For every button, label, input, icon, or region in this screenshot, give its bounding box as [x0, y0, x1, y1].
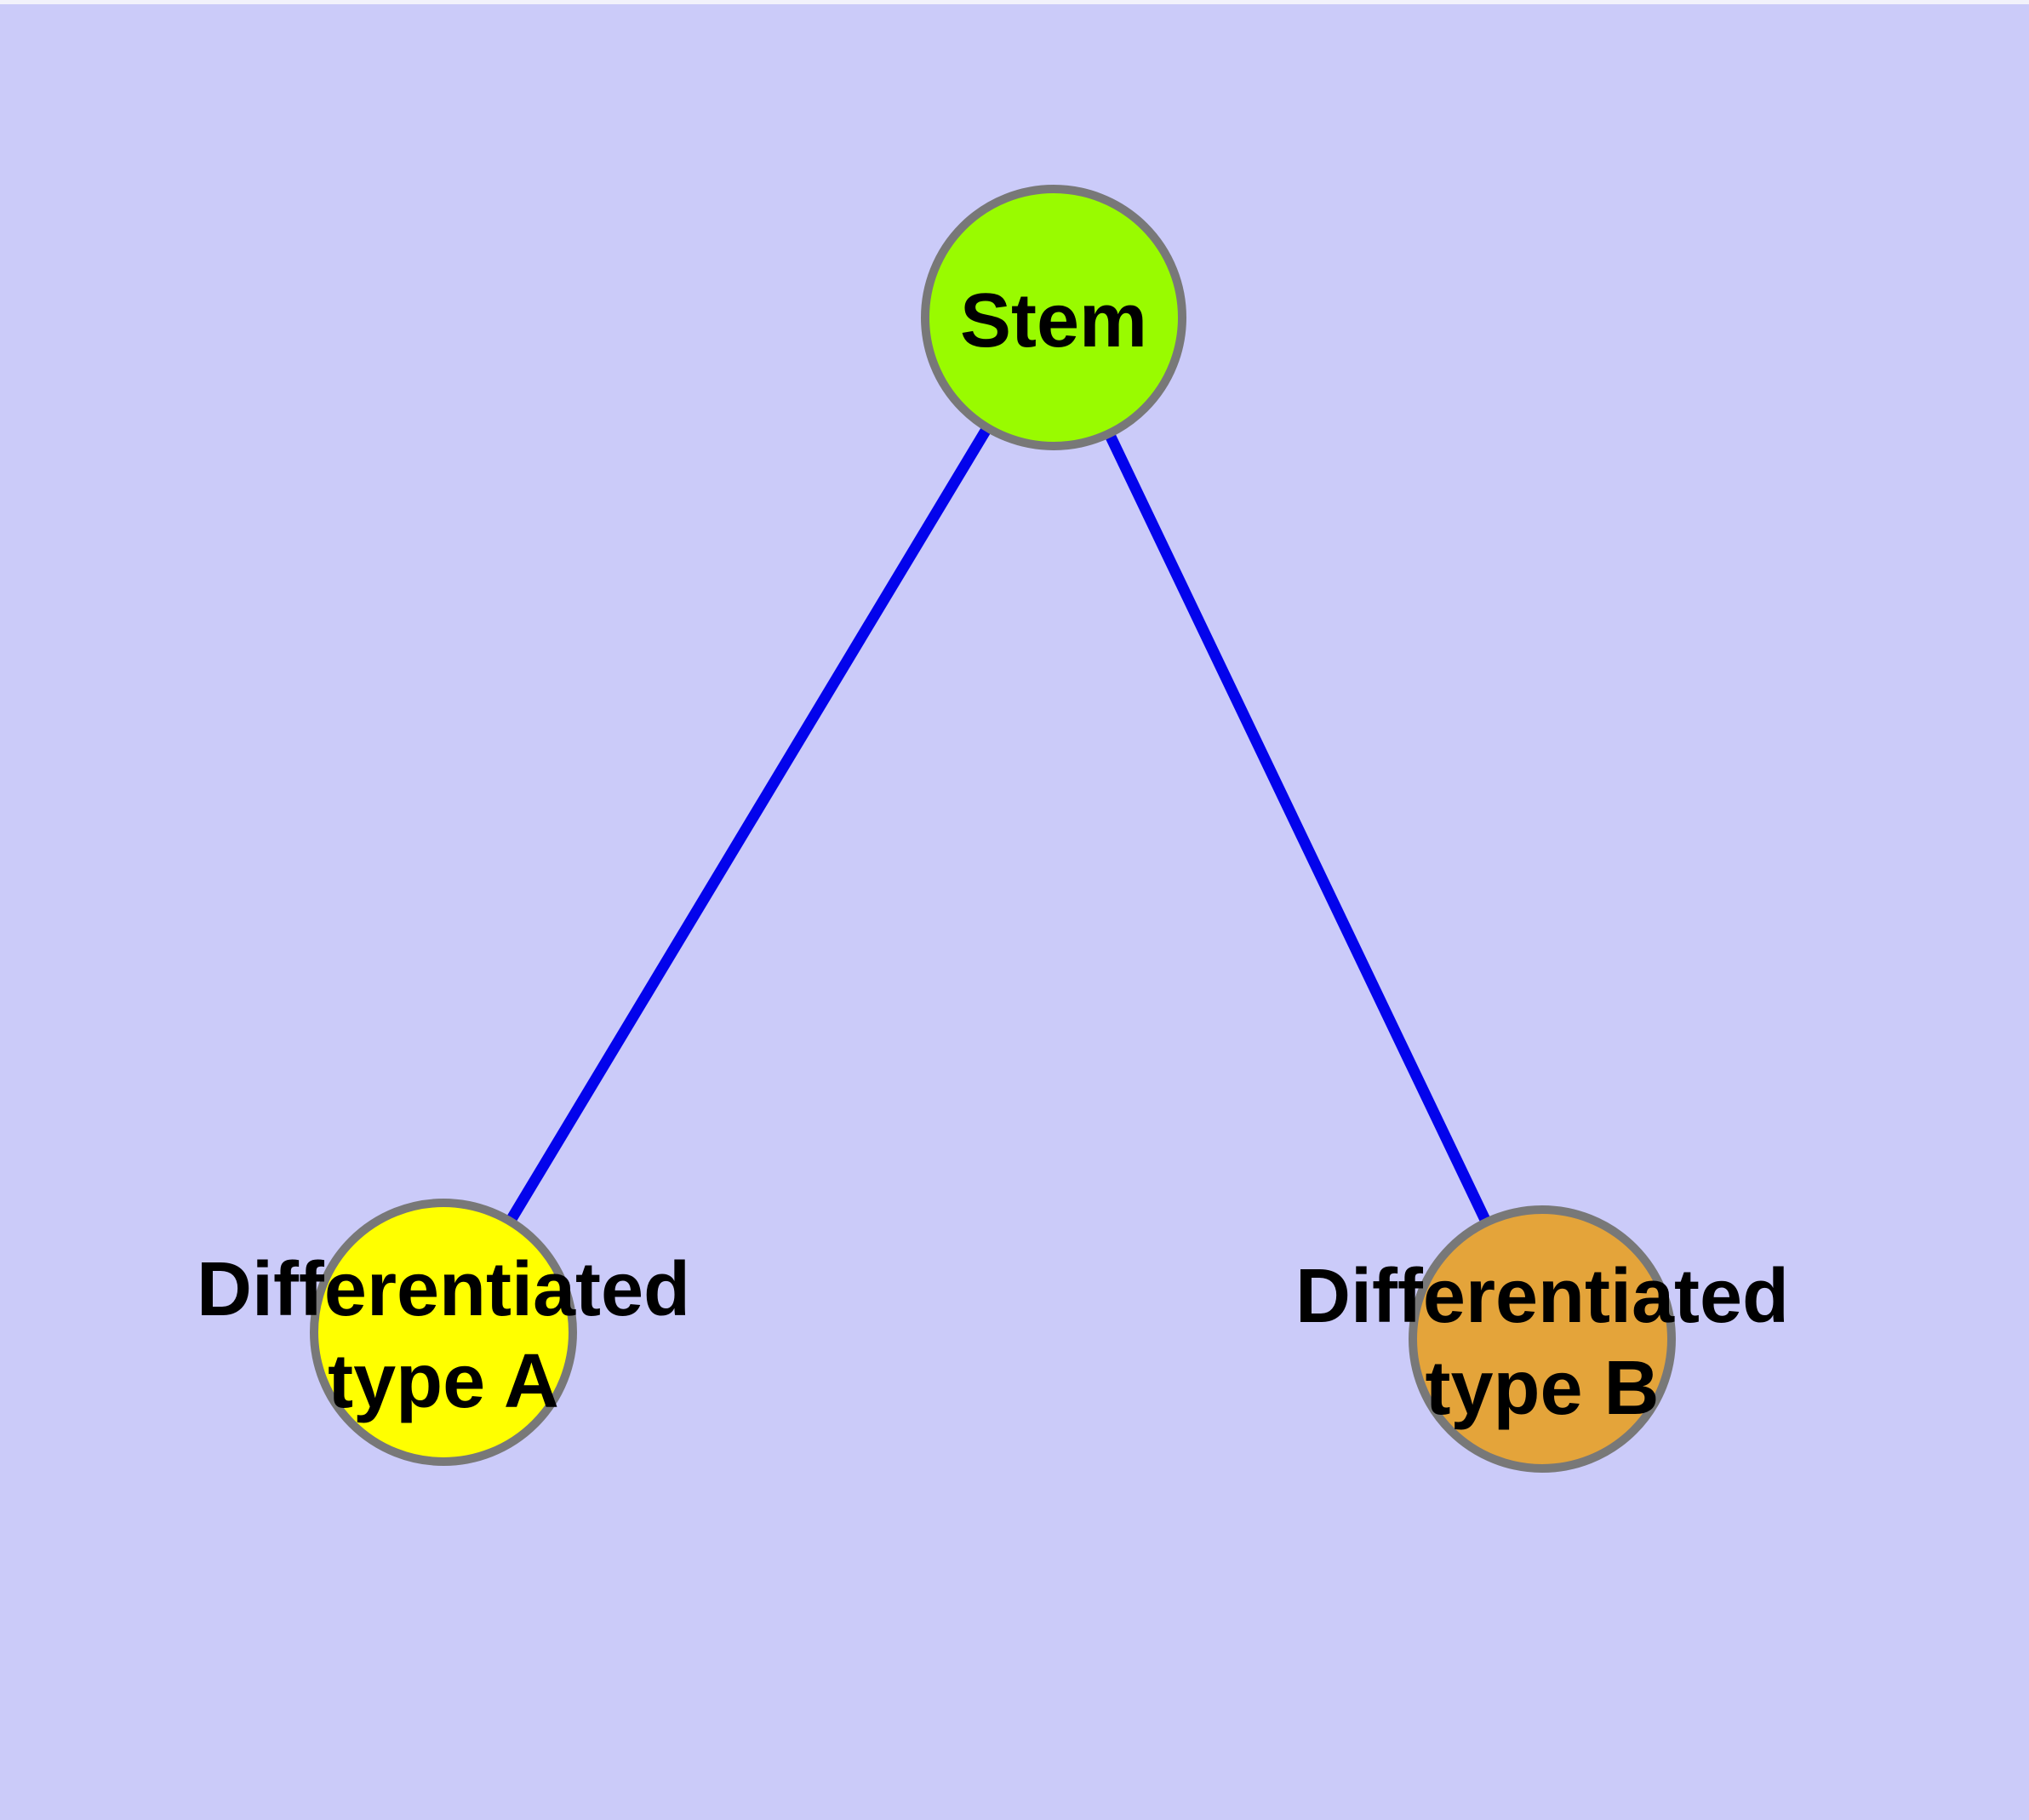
- node-stem-circle: [921, 185, 1186, 450]
- edge-stem-to-diff-a: [438, 314, 1059, 1336]
- node-diff-a-label-line-2: type A: [328, 1339, 559, 1424]
- node-diff-b-circle: [1409, 1205, 1676, 1473]
- node-diff-a-label-line-1: Differentiated: [197, 1247, 690, 1332]
- node-stem-label: Stem: [960, 278, 1147, 363]
- node-diff-a-circle: [310, 1199, 577, 1466]
- top-margin-strip: [0, 0, 2029, 4]
- edge-stem-to-diff-b: [1049, 315, 1547, 1342]
- node-diff-b-label-line-1: Differentiated: [1295, 1254, 1789, 1339]
- node-diff-b-label-line-2: type B: [1425, 1346, 1659, 1431]
- node-stem-label-line-1: Stem: [960, 278, 1147, 363]
